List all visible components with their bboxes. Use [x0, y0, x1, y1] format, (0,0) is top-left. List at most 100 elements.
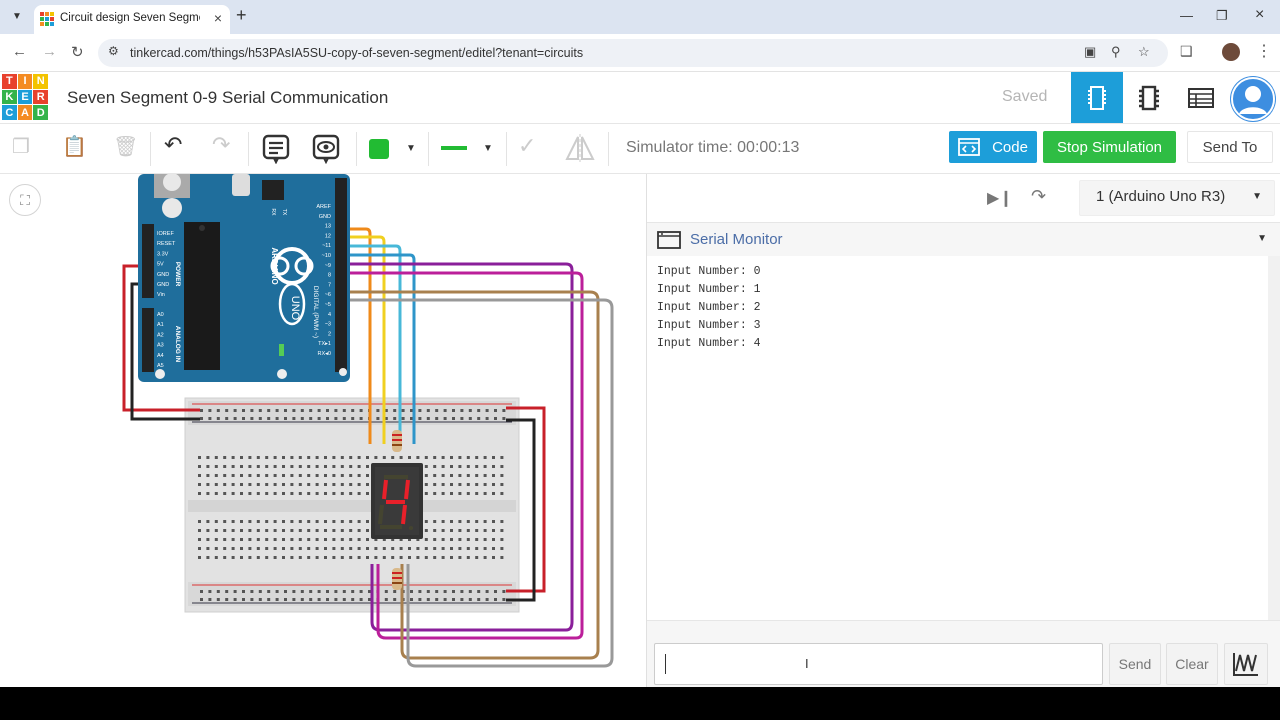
analog-in-label: ANALOG IN — [174, 326, 181, 363]
extensions-icon[interactable]: ❑ — [1180, 43, 1193, 59]
serial-output-line: Input Number: 2 — [657, 301, 761, 314]
logo-letter: D — [33, 105, 48, 120]
arduino-model-text: UNO — [289, 296, 301, 321]
serial-input[interactable]: I — [654, 643, 1103, 685]
save-status: Saved — [1002, 88, 1048, 105]
code-button[interactable]: Code — [949, 131, 1037, 163]
circuit-view-button[interactable] — [1071, 72, 1123, 123]
seven-segment-display[interactable] — [371, 463, 423, 539]
arduino-pin-label: GND — [157, 272, 169, 278]
breadboard[interactable] — [184, 397, 520, 613]
arduino-pin-label: ~3 — [325, 322, 331, 328]
user-avatar[interactable] — [1230, 76, 1276, 122]
zoom-icon[interactable]: ⚲ — [1111, 44, 1121, 59]
profile-avatar[interactable] — [1222, 43, 1240, 61]
delete-icon[interactable]: 🗑 — [113, 136, 139, 158]
copy-icon[interactable]: ❐ — [12, 136, 30, 158]
logo-letter: R — [33, 89, 48, 105]
send-to-label: Send To — [1202, 138, 1258, 156]
close-tab-icon[interactable]: × — [213, 10, 222, 26]
design-title[interactable]: Seven Segment 0-9 Serial Communication — [67, 88, 389, 107]
logo-letter: I — [17, 74, 33, 89]
paste-icon[interactable]: 📋 — [62, 136, 87, 158]
component-list-button[interactable] — [1175, 72, 1227, 123]
stop-simulation-label: Stop Simulation — [1056, 138, 1163, 156]
zoom-to-fit-icon[interactable]: ⛶ — [9, 184, 41, 216]
logo-letter: N — [33, 74, 48, 89]
schematic-view-button[interactable] — [1123, 72, 1175, 123]
arduino-pin-label: 12 — [325, 233, 331, 239]
omnibox[interactable]: ⚙ tinkercad.com/things/h53PAsIA5SU-copy-… — [98, 39, 1168, 67]
tinkercad-logo[interactable]: T I N K E R C A D — [2, 74, 48, 120]
send-button-label: Send — [1118, 656, 1152, 672]
board-selector[interactable]: 1 (Arduino Uno R3) ▼ — [1079, 180, 1275, 216]
eye-icon — [312, 134, 340, 165]
arduino-uno-board[interactable]: ARDUINO UNO POWER ANALOG IN DIGITAL (PWM… — [138, 174, 350, 382]
arduino-pin-label: A1 — [157, 322, 164, 328]
wires[interactable] — [122, 227, 614, 668]
text-caret — [665, 654, 666, 674]
clear-button[interactable]: Clear — [1166, 643, 1218, 685]
serial-scrollbar[interactable] — [1268, 256, 1280, 620]
arduino-pin-label: RX◂0 — [318, 351, 331, 357]
arduino-pin-label: 13 — [325, 224, 331, 230]
circuit-view-icon — [1088, 85, 1106, 110]
arduino-pin-label: 7 — [328, 282, 331, 288]
browser-tab-bar: ▼ Circuit design Seven Segment 0-9 × + —… — [0, 0, 1280, 34]
logo-letter: E — [17, 89, 33, 105]
logo-letter: T — [2, 74, 17, 89]
editor-toolbar: ❐ 📋 🗑 ↶ ↷ ▼ ▼ ✓ Simulator time: 00:00:13… — [0, 124, 1280, 174]
wire-color-swatch[interactable] — [441, 146, 467, 150]
install-app-icon[interactable]: ▣ — [1084, 44, 1097, 59]
notes-button[interactable] — [262, 134, 290, 170]
browser-tab[interactable]: Circuit design Seven Segment 0-9 × — [34, 5, 230, 34]
graph-button[interactable] — [1224, 643, 1268, 685]
tinkercad-favicon-icon — [40, 12, 54, 26]
browser-menu-icon[interactable]: ⋮ — [1256, 43, 1272, 60]
resistor-top[interactable] — [392, 430, 402, 452]
step-icon[interactable]: ▶❙ — [987, 190, 1013, 207]
tx-label: TX — [281, 209, 287, 216]
circuit-drawing: ARDUINO UNO POWER ANALOG IN DIGITAL (PWM… — [122, 174, 614, 668]
undo-icon[interactable]: ↶ — [164, 132, 183, 157]
tab-search-icon[interactable]: ▼ — [12, 11, 22, 22]
forward-icon[interactable]: → — [42, 43, 57, 60]
close-window-icon[interactable]: × — [1255, 6, 1265, 23]
arduino-pin-label: RESET — [157, 241, 176, 247]
send-button[interactable]: Send — [1109, 643, 1161, 685]
digital-label: DIGITAL (PWM ~) — [312, 286, 319, 338]
arduino-pin-label: Vin — [157, 292, 165, 298]
user-avatar-icon — [1231, 77, 1275, 121]
text-cursor-icon: I — [805, 656, 809, 671]
arduino-pin-label: ~10 — [322, 253, 331, 259]
arduino-pin-label: 4 — [328, 312, 331, 318]
step-over-icon[interactable]: ↷ — [1031, 186, 1047, 206]
resistor-bottom[interactable] — [392, 568, 402, 590]
arduino-pin-label: A4 — [157, 353, 164, 359]
reload-icon[interactable]: ↻ — [71, 44, 84, 61]
rotate-icon[interactable]: ✓ — [518, 133, 537, 158]
redo-icon[interactable]: ↷ — [212, 132, 231, 157]
stop-simulation-button[interactable]: Stop Simulation — [1043, 131, 1176, 163]
maximize-icon[interactable]: ❐ — [1216, 8, 1228, 23]
serial-monitor-header[interactable]: Serial Monitor ▼ — [647, 222, 1280, 256]
site-info-icon[interactable]: ⚙ — [108, 44, 119, 58]
chevron-down-icon: ▼ — [1252, 191, 1262, 202]
component-color-swatch[interactable] — [369, 139, 389, 159]
serial-output: Input Number: 0 Input Number: 1 Input Nu… — [647, 256, 1267, 620]
minimize-icon[interactable]: — — [1180, 8, 1193, 23]
flip-icon[interactable] — [564, 134, 596, 168]
back-icon[interactable]: ← — [12, 43, 27, 60]
arduino-pin-label: ~9 — [325, 263, 331, 269]
color-dropdown-icon[interactable]: ▼ — [406, 143, 416, 154]
wire-type-dropdown-icon[interactable]: ▼ — [483, 143, 493, 154]
bookmark-star-icon[interactable]: ☆ — [1138, 44, 1150, 59]
notes-visibility-button[interactable] — [312, 134, 340, 170]
collapse-chevron-icon[interactable]: ▼ — [1257, 233, 1267, 244]
circuit-canvas[interactable]: ⛶ — [0, 174, 646, 687]
mirror-icon — [565, 134, 595, 162]
send-to-button[interactable]: Send To — [1187, 131, 1273, 163]
arduino-pin-label: AREF — [316, 204, 331, 210]
new-tab-icon[interactable]: + — [236, 5, 247, 25]
tinkercad-header: T I N K E R C A D Seven Segment 0-9 Seri… — [0, 72, 1280, 124]
